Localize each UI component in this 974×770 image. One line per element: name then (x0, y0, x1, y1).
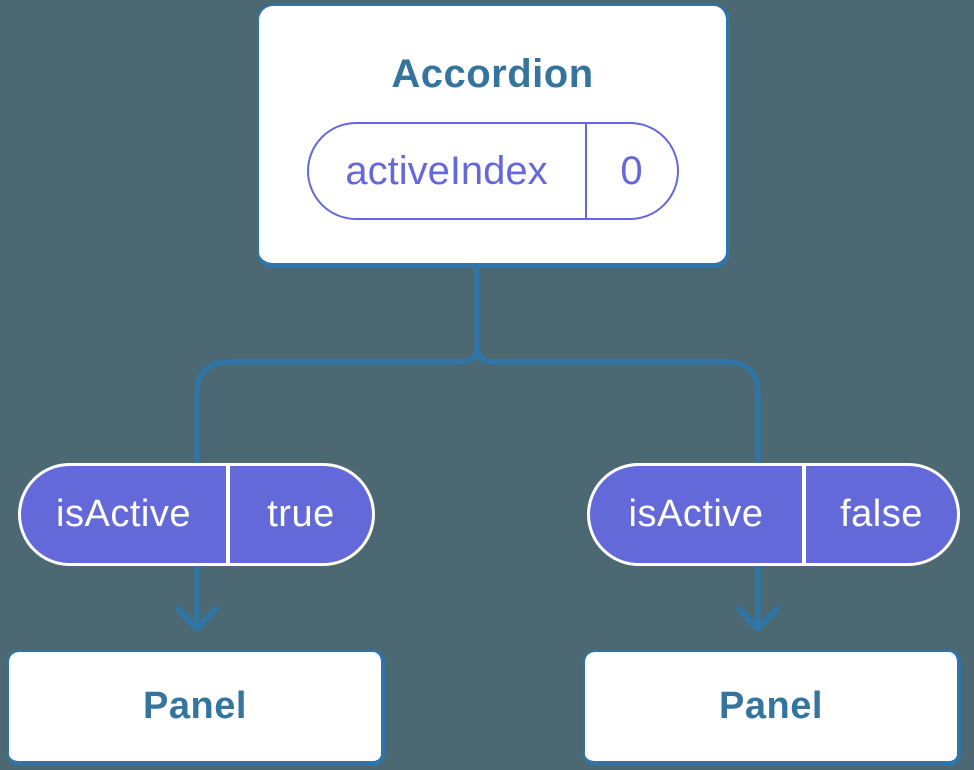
prop-value: false (840, 493, 923, 535)
right-arrowhead-icon (736, 606, 780, 632)
left-arrowhead-icon (175, 606, 219, 632)
prop-value: true (267, 493, 335, 535)
prop-name: isActive (590, 466, 806, 563)
right-branch-line (474, 258, 761, 626)
prop-pill-right: isActive false (587, 463, 960, 566)
panel-card-left: Panel (7, 650, 385, 766)
panel-label: Panel (143, 685, 247, 727)
panel-label: Panel (719, 685, 823, 727)
prop-pill-left: isActive true (18, 463, 375, 566)
panel-card-right: Panel (583, 650, 961, 766)
accordion-card: Accordion activeIndex 0 (257, 4, 730, 268)
state-value: 0 (620, 148, 643, 193)
state-pill: activeIndex 0 (306, 122, 679, 220)
left-branch-line (194, 258, 480, 626)
prop-name: isActive (21, 466, 230, 563)
accordion-title: Accordion (391, 52, 594, 96)
state-name: activeIndex (309, 124, 587, 218)
